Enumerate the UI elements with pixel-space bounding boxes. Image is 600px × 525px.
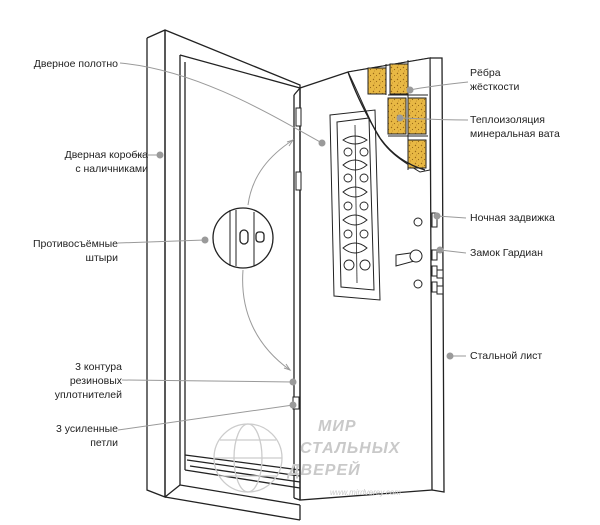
watermark-line1: МИР bbox=[318, 418, 357, 435]
label-pins-line2: штыри bbox=[85, 252, 118, 264]
leader-dots bbox=[156, 86, 454, 409]
label-rubber-seals: 3 контура резиновых уплотнителей bbox=[55, 360, 122, 402]
watermark-line3: ДВЕРЕЙ bbox=[288, 462, 361, 479]
label-door-leaf: Дверное полотно bbox=[33, 58, 118, 70]
label-hinges-line2: петли bbox=[90, 437, 118, 449]
label-door-frame-line1: Дверная коробка bbox=[64, 149, 148, 161]
cutaway-insulation bbox=[347, 57, 431, 173]
watermark-url: www.mirdverey.com bbox=[330, 488, 401, 497]
label-insulation-line2: минеральная вата bbox=[470, 128, 560, 140]
door-leaf bbox=[293, 57, 445, 501]
door-frame bbox=[146, 29, 301, 521]
label-guardian-lock: Замок Гардиан bbox=[470, 247, 543, 259]
pin-inset bbox=[212, 207, 274, 269]
inset-arrows bbox=[242, 139, 295, 371]
lock-hardware bbox=[395, 212, 444, 295]
label-night-latch: Ночная задвижка bbox=[470, 212, 555, 224]
label-ribs-line2: жёсткости bbox=[470, 81, 520, 93]
watermark-line2: СТАЛЬНЫХ bbox=[300, 440, 401, 457]
label-seals-line3: уплотнителей bbox=[54, 389, 122, 401]
label-hinges-line1: 3 усиленные bbox=[56, 423, 118, 435]
label-anti-removal-pins: Противосъёмные штыри bbox=[33, 237, 118, 265]
label-steel-sheet: Стальной лист bbox=[470, 350, 543, 362]
label-hinges: 3 усиленные петли bbox=[56, 422, 118, 450]
label-ribs-line1: Рёбра bbox=[470, 67, 501, 79]
label-door-frame: Дверная коробка с наличниками bbox=[65, 148, 148, 176]
label-insulation-line1: Теплоизоляция bbox=[470, 114, 545, 126]
label-ribs: Рёбра жёсткости bbox=[470, 66, 519, 94]
label-pins-line1: Противосъёмные bbox=[32, 238, 118, 250]
label-seals-line1: 3 контура bbox=[75, 361, 122, 373]
watermark-globe bbox=[213, 423, 283, 493]
label-insulation: Теплоизоляция минеральная вата bbox=[470, 113, 560, 141]
label-seals-line2: резиновых bbox=[69, 375, 122, 387]
label-door-frame-line2: с наличниками bbox=[75, 163, 148, 175]
decorative-panel bbox=[329, 109, 381, 301]
